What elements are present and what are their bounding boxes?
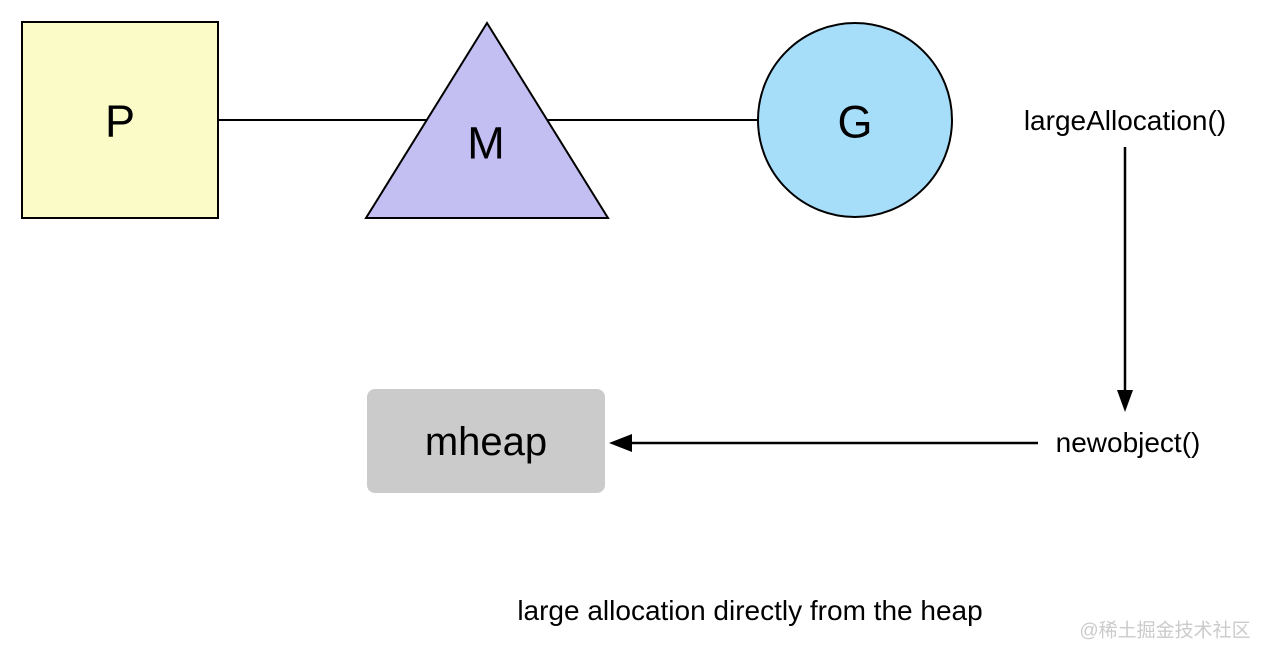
node-p-square [21,21,219,219]
node-m-label: M [467,117,505,169]
node-g-circle [757,22,953,218]
arrow-left-head-icon [609,434,632,452]
diagram-caption: large allocation directly from the heap [517,595,983,626]
large-allocation-call-label: largeAllocation() [1023,105,1227,136]
node-g-label: G [837,96,873,148]
arrow-down-head-icon [1117,390,1133,412]
node-mheap-label: mheap [424,420,548,464]
juejin-watermark: @稀土掘金技术社区 [1079,620,1251,642]
node-p-label: P [104,95,136,147]
node-m-triangle [364,21,610,219]
node-mheap-box [367,389,605,493]
newobject-call-label: newobject() [1055,427,1201,458]
